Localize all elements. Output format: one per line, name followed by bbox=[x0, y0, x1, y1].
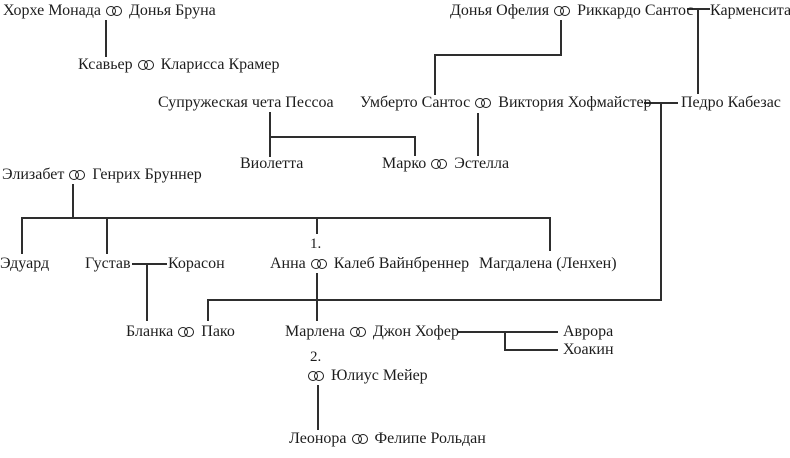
couple-xavier-klarissa: Ксавьер Кларисса Крамер bbox=[78, 55, 279, 74]
edge-elisabet-children-bar bbox=[21, 217, 551, 219]
person-hoakin: Хоакин bbox=[563, 341, 614, 358]
marriage-rings-icon bbox=[475, 97, 493, 110]
marriage-rings-icon bbox=[69, 169, 87, 182]
person-viktoria-hofmaister: Виктория Хофмайстер bbox=[498, 94, 652, 111]
person-violetta: Виолетта bbox=[240, 155, 304, 172]
edge-to-eduard-drop bbox=[21, 217, 23, 254]
edge-pessoa-to-marko-drop bbox=[414, 136, 416, 156]
couple-umberto-viktoria: Умберто Сантос Виктория Хофмайстер bbox=[360, 93, 652, 112]
marriage-rings-icon bbox=[308, 370, 326, 383]
person-xavier: Ксавьер bbox=[78, 56, 133, 73]
edge-to-hoakin bbox=[504, 349, 558, 351]
edge-to-anna-drop bbox=[316, 217, 318, 234]
marriage-number-2: 2. bbox=[310, 349, 322, 365]
person-donya-ofelia: Донья Офелия bbox=[450, 2, 550, 19]
marriage-rings-icon bbox=[105, 5, 124, 18]
edge-pedro-to-pako-horizontal bbox=[207, 299, 662, 301]
edge-marlena-to-avrora bbox=[458, 331, 558, 333]
person-corason: Корасон bbox=[168, 255, 225, 272]
marriage-rings-icon bbox=[349, 326, 368, 339]
person-donya-bruna: Донья Бруна bbox=[128, 2, 216, 19]
edge-ofelia-to-umberto-drop bbox=[434, 54, 436, 95]
person-umberto-santos: Умберто Сантос bbox=[360, 94, 471, 111]
edge-jorge-to-xavier bbox=[105, 20, 107, 57]
person-kaleb-vainbrenner: Калеб Вайнбреннер bbox=[333, 255, 470, 272]
person-genrih-brunner: Генрих Бруннер bbox=[92, 166, 202, 183]
edge-elisabet-children-stem bbox=[72, 184, 74, 218]
couple-pessoa: Супружеская чета Пессоа bbox=[158, 94, 334, 111]
person-avrora: Аврора bbox=[563, 323, 614, 340]
marriage-julius-meier: Юлиус Мейер bbox=[308, 366, 428, 385]
person-gustav: Густав bbox=[85, 255, 131, 272]
couple-marko-estella: Марко Эстелла bbox=[382, 154, 509, 173]
person-magdalena: Магдалена (Ленхен) bbox=[479, 255, 617, 272]
edge-pessoa-children-bar bbox=[269, 136, 416, 138]
person-marko: Марко bbox=[382, 155, 427, 172]
marriage-rings-icon bbox=[310, 258, 329, 271]
couple-elisabet-genrih: Элизабет Генрих Бруннер bbox=[2, 165, 202, 184]
marriage-rings-icon bbox=[178, 326, 196, 339]
marriage-rings-icon bbox=[351, 433, 370, 446]
edge-to-gustav-drop bbox=[106, 217, 108, 254]
person-carmencita: Карменсита bbox=[710, 2, 790, 19]
edge-pedro-descent-vertical bbox=[660, 102, 662, 301]
couple-jorge-monada: Хорхе Монада Донья Бруна bbox=[3, 1, 216, 20]
couple-leonora-felipe: Леонора Фелипе Рольдан bbox=[289, 429, 486, 448]
couple-anna-kaleb: Анна Калеб Вайнбреннер bbox=[270, 254, 469, 273]
person-jorge-monada: Хорхе Монада bbox=[3, 2, 101, 19]
person-anna: Анна bbox=[270, 255, 306, 272]
edge-ofelia-to-umberto-stem bbox=[560, 20, 562, 56]
edge-julius-to-leonora bbox=[317, 385, 319, 430]
person-blanka: Бланка bbox=[126, 323, 174, 340]
couple-blanka-pako: Бланка Пако bbox=[126, 322, 235, 341]
edge-ofelia-to-umberto-bar bbox=[434, 54, 562, 56]
person-pako: Пако bbox=[201, 323, 235, 340]
person-pedro-kabesas: Педро Кабезас bbox=[681, 94, 781, 111]
person-rikkardo-santos: Риккардо Сантос bbox=[577, 2, 694, 19]
person-estella: Эстелла bbox=[454, 155, 510, 172]
edge-marlena-children-split bbox=[504, 331, 506, 351]
marriage-number-1: 1. bbox=[310, 236, 322, 252]
person-julius-meier: Юлиус Мейер bbox=[331, 367, 428, 384]
person-elisabet: Элизабет bbox=[2, 166, 65, 183]
couple-ofelia-rikkardo: Донья Офелия Риккардо Сантос bbox=[450, 1, 693, 20]
edge-to-pako-drop bbox=[207, 299, 209, 321]
person-marlena: Марлена bbox=[285, 323, 345, 340]
marriage-rings-icon bbox=[431, 158, 449, 171]
person-felipe-roldan: Фелипе Рольдан bbox=[374, 430, 486, 447]
edge-pessoa-children-stem bbox=[269, 112, 271, 157]
couple-marlena-john: Марлена Джон Хофер bbox=[285, 322, 459, 341]
person-leonora: Леонора bbox=[289, 430, 347, 447]
edge-gustav-corason-dash bbox=[132, 263, 167, 265]
marriage-rings-icon bbox=[137, 59, 156, 72]
person-eduard: Эдуард bbox=[0, 255, 50, 272]
person-klarissa-kramer: Кларисса Крамер bbox=[160, 56, 280, 73]
edge-carmencita-to-pedro bbox=[697, 8, 699, 94]
edge-gustav-to-blanka bbox=[146, 263, 148, 321]
edge-to-magdalena-drop bbox=[549, 217, 551, 251]
marriage-rings-icon bbox=[554, 5, 572, 18]
edge-umberto-to-estella bbox=[477, 113, 479, 156]
edge-anna-to-marlena bbox=[316, 273, 318, 321]
person-john-hofer: Джон Хофер bbox=[372, 323, 460, 340]
